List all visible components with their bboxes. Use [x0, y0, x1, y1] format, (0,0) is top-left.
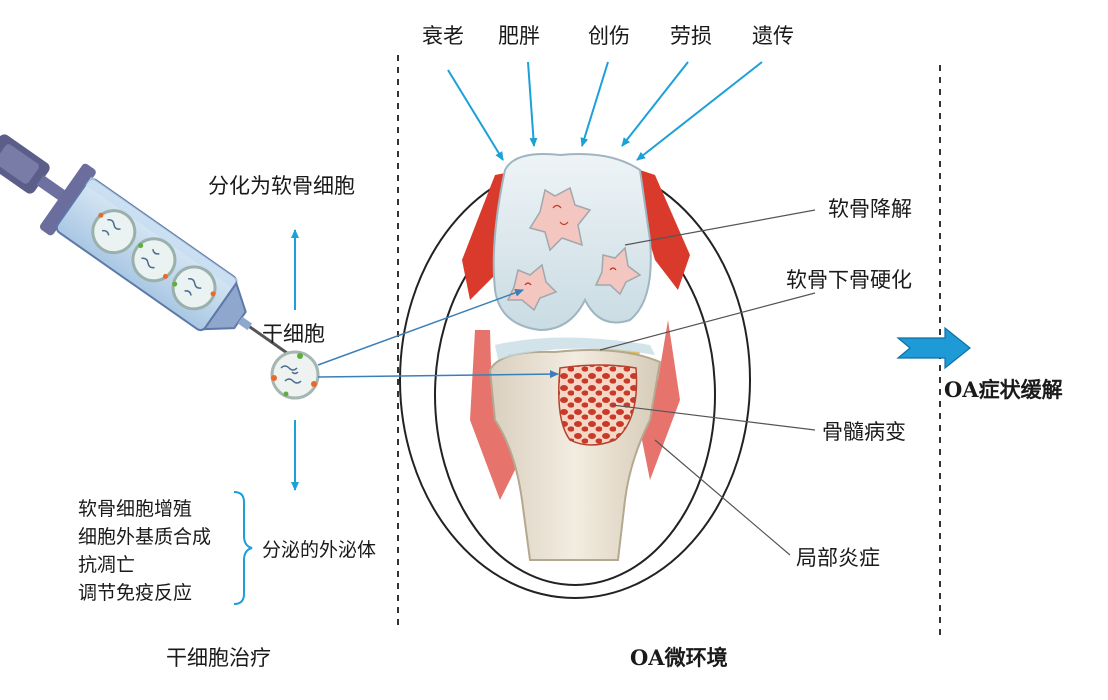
arrow-to-cartilage — [317, 288, 524, 366]
section-title-stem-cell-therapy: 干细胞治疗 — [166, 646, 271, 670]
effect-proliferation: 软骨细胞增殖 — [78, 498, 193, 520]
stem-cell-icon — [270, 350, 320, 400]
pathology-cartilage-degradation: 软骨降解 — [828, 197, 912, 221]
stem-cell-label: 干细胞 — [262, 322, 325, 346]
syringe-icon — [0, 134, 297, 361]
exosome-label: 分泌的外泌体 — [262, 539, 377, 561]
arrow-to-marrow — [317, 370, 559, 379]
pathology-local-inflammation: 局部炎症 — [796, 546, 880, 570]
pathology-bone-marrow-lesion: 骨髓病变 — [822, 420, 906, 444]
risk-factor-strain: 劳损 — [670, 24, 712, 48]
knee-joint-illustration — [399, 153, 751, 599]
effect-anti-apoptosis: 抗凋亡 — [78, 554, 136, 576]
effect-immune-regulation: 调节免疫反应 — [78, 582, 193, 604]
effect-ecm-synthesis: 细胞外基质合成 — [78, 526, 212, 548]
risk-factor-trauma: 创伤 — [588, 24, 630, 48]
outcome-label: OA症状缓解 — [944, 377, 1063, 402]
pathology-subchondral-sclerosis: 软骨下骨硬化 — [786, 268, 912, 292]
differentiation-label: 分化为软骨细胞 — [208, 174, 355, 198]
outcome-arrow-icon — [896, 326, 971, 370]
risk-factor-obesity: 肥胖 — [498, 24, 540, 48]
effects-brace — [233, 491, 253, 605]
section-title-oa-microenvironment: OA微环境 — [630, 645, 728, 670]
leader-lines — [599, 209, 816, 556]
risk-factor-aging: 衰老 — [422, 24, 464, 48]
risk-factor-genetics: 遗传 — [752, 24, 794, 48]
risk-factor-arrows — [447, 61, 763, 161]
